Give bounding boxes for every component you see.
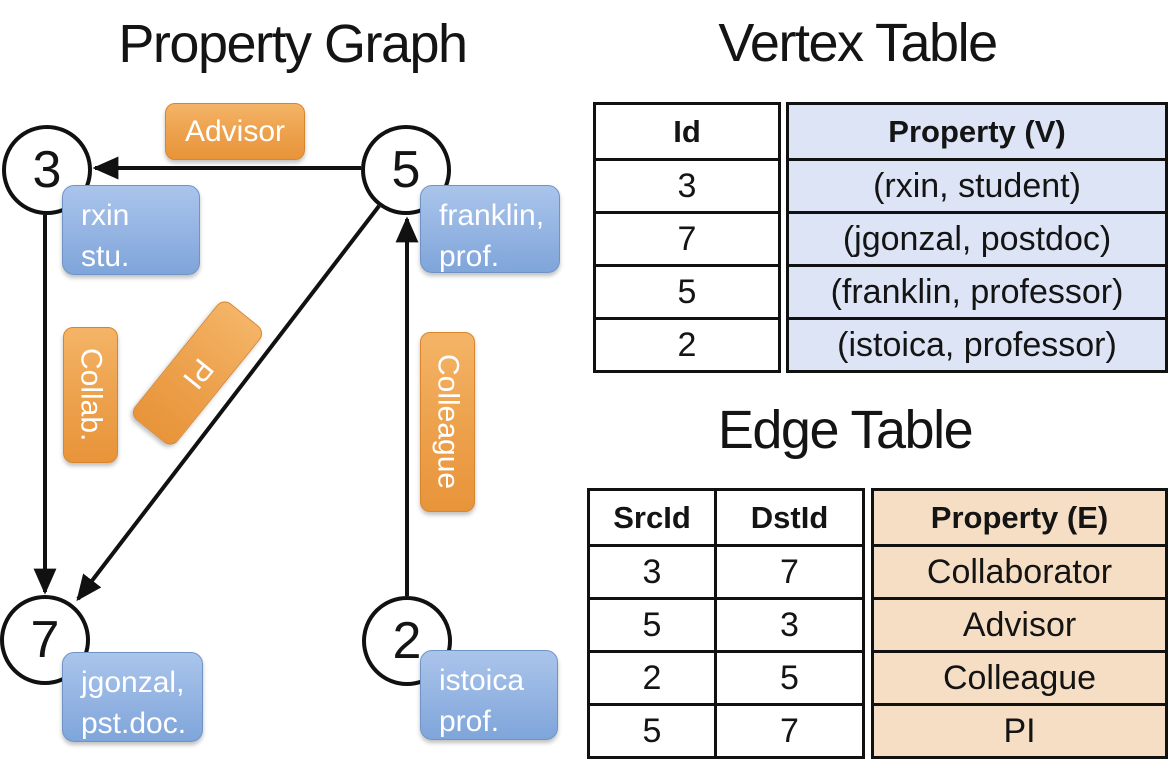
edge-table-property-cell: PI xyxy=(874,703,1165,756)
vertex-label-franklin-line1: franklin, xyxy=(439,199,545,232)
property-graph-title: Property Graph xyxy=(118,14,468,74)
edge-table-dst-header: DstId xyxy=(714,491,862,544)
edge-label-collab: Collab. xyxy=(63,327,118,463)
edge-label-pi-text: PI xyxy=(176,351,220,395)
graph-node-5: 5 xyxy=(361,125,451,215)
edge-table-property-header: Property (E) xyxy=(930,499,1109,535)
vertex-label-istoica: istoica prof. xyxy=(420,650,558,740)
vertex-table-property-header: Property (V) xyxy=(888,113,1066,149)
edge-label-advisor: Advisor xyxy=(165,103,305,160)
edge-label-pi: PI xyxy=(128,297,267,449)
edge-table-src-cell: 3 xyxy=(590,544,714,597)
edge-table-property-cell: Advisor xyxy=(874,597,1165,650)
vertex-table-property-column: Property (V) (rxin, student) (jgonzal, p… xyxy=(786,102,1168,373)
node-3-id: 3 xyxy=(32,141,62,199)
vertex-label-rxin-line1: rxin xyxy=(81,199,130,232)
vertex-table-title: Vertex Table xyxy=(718,13,998,73)
vertex-label-jgonzal-line1: jgonzal, xyxy=(81,666,185,699)
edge-table-src-cell: 5 xyxy=(590,703,714,756)
vertex-table-property-cell: (istoica, professor) xyxy=(789,317,1165,370)
vertex-table-id-cell: 3 xyxy=(596,158,778,211)
vertex-table-property-cell: (jgonzal, postdoc) xyxy=(789,211,1165,264)
vertex-label-franklin-line2: prof. xyxy=(439,239,500,273)
edge-table-dst-cell: 3 xyxy=(714,597,862,650)
edge-label-colleague-text: Colleague xyxy=(431,354,465,490)
edge-table-property-cell: Colleague xyxy=(874,650,1165,703)
edge-table-src-cell: 2 xyxy=(590,650,714,703)
edge-table-src-cell: 5 xyxy=(590,597,714,650)
edge-table-dst-cell: 7 xyxy=(714,544,862,597)
node-7-id: 7 xyxy=(30,611,60,669)
edge-label-collab-text: Collab. xyxy=(74,348,108,442)
vertex-label-istoica-line1: istoica xyxy=(439,664,525,697)
edge-table-id-columns: SrcId DstId 3 7 5 3 2 5 5 7 xyxy=(587,488,865,759)
edge-table-property-column: Property (E) Collaborator Advisor Collea… xyxy=(871,488,1168,759)
vertex-table-id-cell: 5 xyxy=(596,264,778,317)
vertex-label-rxin: rxin stu. xyxy=(62,185,200,275)
edge-label-advisor-text: Advisor xyxy=(184,114,286,148)
edge-table-dst-cell: 5 xyxy=(714,650,862,703)
edge-table-property-cell: Collaborator xyxy=(874,544,1165,597)
vertex-label-istoica-line2: prof. xyxy=(439,704,500,738)
edge-label-colleague: Colleague xyxy=(420,332,475,512)
vertex-label-franklin: franklin, prof. xyxy=(420,185,560,273)
graph-node-3: 3 xyxy=(2,125,92,215)
vertex-table-id-cell: 2 xyxy=(596,317,778,370)
vertex-table-property-cell: (rxin, student) xyxy=(789,158,1165,211)
node-2-id: 2 xyxy=(392,612,422,670)
node-5-id: 5 xyxy=(391,141,421,199)
edge-table-dst-cell: 7 xyxy=(714,703,862,756)
edge-table-src-header: SrcId xyxy=(613,499,691,535)
edge-table-title: Edge Table xyxy=(717,400,974,460)
vertex-label-jgonzal-line2: pst.doc. xyxy=(81,706,187,740)
vertex-table-id-cell: 7 xyxy=(596,211,778,264)
vertex-table-id-header: Id xyxy=(673,113,701,149)
vertex-table-id-column: Id 3 7 5 2 xyxy=(593,102,781,373)
vertex-table-property-cell: (franklin, professor) xyxy=(789,264,1165,317)
vertex-label-rxin-line2: stu. xyxy=(81,239,130,273)
vertex-label-jgonzal: jgonzal, pst.doc. xyxy=(62,652,203,742)
